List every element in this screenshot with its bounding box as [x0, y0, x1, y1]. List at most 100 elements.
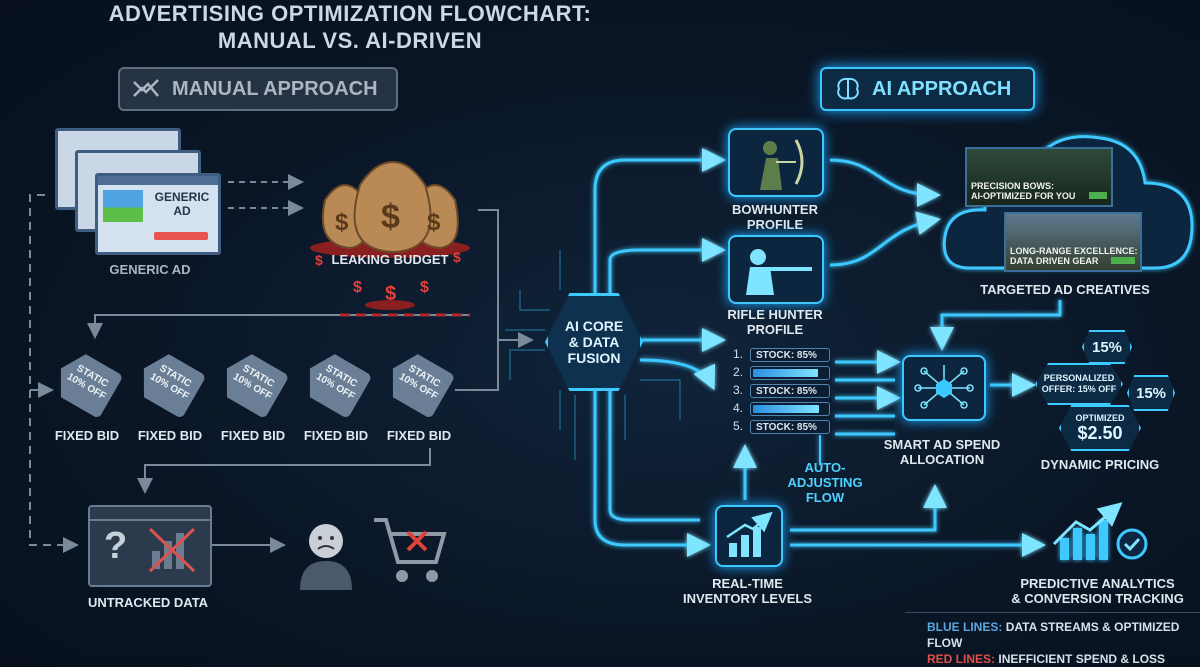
ad1-line-1: PRECISION BOWS:: [971, 181, 1055, 191]
legend-blue-key: BLUE LINES:: [927, 620, 1003, 634]
ad-creative-bows: PRECISION BOWS:AI-OPTIMIZED FOR YOU: [965, 147, 1113, 207]
legend-red-text: INEFFICIENT SPEND & LOSS: [998, 652, 1166, 666]
stock-num: 3.: [733, 383, 744, 397]
rifle-hunter-line-2: PROFILE: [746, 322, 804, 337]
svg-text:$: $: [453, 249, 461, 265]
stock-bar-fill: [753, 405, 820, 413]
manual-approach-badge: MANUAL APPROACH: [118, 67, 398, 111]
stock-bar-fill: [753, 369, 818, 377]
ai-core-line-2: & DATA: [568, 334, 620, 350]
untracked-data-window: ?: [88, 505, 212, 587]
ad-creative-rifle: LONG-RANGE EXCELLENCE:DATA DRIVEN GEAR: [1004, 212, 1142, 272]
svg-text:$: $: [335, 209, 349, 236]
smart-ad-spend-box: [902, 355, 986, 421]
rifle-hunter-icon: [746, 249, 812, 295]
brain-icon: [837, 77, 859, 100]
bowhunter-line-1: BOWHUNTER: [732, 202, 818, 217]
ad-text-line-2: AD: [173, 204, 191, 218]
price-hex-top: 15%: [1082, 330, 1132, 364]
bowhunter-profile-card: [728, 128, 824, 197]
question-mark-icon: ?: [104, 525, 128, 567]
optimized-price-hex: OPTIMIZED $2.50: [1059, 405, 1141, 451]
fixed-bid-label: FIXED BID: [54, 428, 120, 443]
legend-red: RED LINES: INEFFICIENT SPEND & LOSS: [927, 651, 1200, 667]
predictive-analytics-label: PREDICTIVE ANALYTICS& CONVERSION TRACKIN…: [1005, 576, 1190, 606]
rifle-hunter-profile-card: [728, 235, 824, 304]
offer-line-2: OFFER: 15% OFF: [1041, 384, 1117, 394]
money-bags-icon: $ $ $ $ $ $ $ $: [310, 160, 470, 310]
predictive-line-1: PREDICTIVE ANALYTICS: [1020, 576, 1175, 591]
svg-text:$: $: [353, 279, 362, 296]
bowhunter-icon: [760, 139, 804, 190]
fixed-bid-label: FIXED BID: [137, 428, 203, 443]
stock-num: 2.: [733, 365, 744, 379]
crossed-chart-icon: [148, 527, 196, 573]
auto-adjusting-line-2: FLOW: [805, 490, 845, 505]
stock-bar: [750, 402, 830, 416]
leaking-budget-label: LEAKING BUDGET: [331, 252, 449, 267]
page-title: ADVERTISING OPTIMIZATION FLOWCHART: MANU…: [0, 0, 700, 54]
manual-approach-label: MANUAL APPROACH: [172, 77, 378, 100]
ad2-cta-bar: [1111, 257, 1135, 264]
stock-bar: [750, 366, 830, 380]
image-placeholder-icon: [103, 190, 143, 222]
optimized-label: OPTIMIZED: [1075, 412, 1125, 423]
network-hub-icon: [914, 365, 974, 409]
predictive-line-2: & CONVERSION TRACKING: [1011, 591, 1184, 606]
fixed-bid-label: FIXED BID: [303, 428, 369, 443]
title-line-1: ADVERTISING OPTIMIZATION FLOWCHART:: [108, 1, 592, 26]
ad2-line-1: LONG-RANGE EXCELLENCE:: [1010, 246, 1138, 256]
fixed-bid-label: FIXED BID: [386, 428, 452, 443]
sad-user-icon: [300, 524, 352, 590]
untracked-data-label: UNTRACKED DATA: [87, 595, 209, 610]
svg-text:$: $: [385, 283, 396, 305]
svg-text:$: $: [420, 279, 429, 296]
stock-num: 1.: [733, 347, 744, 361]
inventory-chart-box: [715, 505, 783, 567]
ai-approach-label: AI APPROACH: [872, 77, 1012, 100]
ai-core-line-3: FUSION: [567, 350, 621, 366]
smart-spend-line-2: ALLOCATION: [899, 452, 985, 467]
bowhunter-line-2: PROFILE: [746, 217, 804, 232]
title-line-2: MANUAL VS. AI-DRIVEN: [217, 28, 483, 53]
inventory-line-1: REAL-TIME: [712, 576, 783, 591]
smart-spend-line-1: SMART AD SPEND: [883, 437, 1001, 452]
stock-num: 4.: [733, 401, 744, 415]
stock-num: 5.: [733, 419, 744, 433]
ad1-line-2: AI-OPTIMIZED FOR YOU: [971, 191, 1076, 201]
generic-ad-window: GENERIC AD: [95, 173, 221, 255]
targeted-ad-creatives-label: TARGETED AD CREATIVES: [980, 282, 1150, 297]
ad2-line-2: DATA DRIVEN GEAR: [1010, 256, 1099, 266]
chart-decline-icon: [133, 79, 159, 97]
legend: BLUE LINES: DATA STREAMS & OPTIMIZED FLO…: [905, 612, 1200, 666]
generic-ad-stack: GENERIC AD: [50, 128, 230, 255]
price-hex-right: 15%: [1127, 375, 1175, 411]
ad1-cta-bar: [1089, 192, 1107, 199]
legend-blue: BLUE LINES: DATA STREAMS & OPTIMIZED FLO…: [927, 619, 1200, 651]
rifle-hunter-line-1: RIFLE HUNTER: [727, 307, 823, 322]
generic-ad-label: GENERIC AD: [109, 262, 191, 277]
ad-text-line-1: GENERIC: [154, 190, 210, 204]
predictive-analytics-icon: [1052, 502, 1148, 560]
abandoned-cart-icon: [374, 518, 447, 582]
legend-blue-text: DATA STREAMS & OPTIMIZED FLOW: [927, 620, 1180, 650]
svg-text:$: $: [315, 252, 323, 268]
auto-adjusting-line-1: AUTO-ADJUSTING: [787, 460, 863, 490]
fixed-bid-label: FIXED BID: [220, 428, 286, 443]
legend-red-key: RED LINES:: [927, 652, 996, 666]
svg-text:$: $: [427, 209, 441, 236]
stock-item: STOCK: 85%: [750, 384, 830, 398]
ai-core-line-1: AI CORE: [564, 318, 624, 334]
svg-text:$: $: [381, 198, 400, 236]
dynamic-pricing-label: DYNAMIC PRICING: [1040, 457, 1160, 472]
optimized-price: $2.50: [1077, 422, 1123, 443]
stock-item: STOCK: 85%: [750, 420, 830, 434]
